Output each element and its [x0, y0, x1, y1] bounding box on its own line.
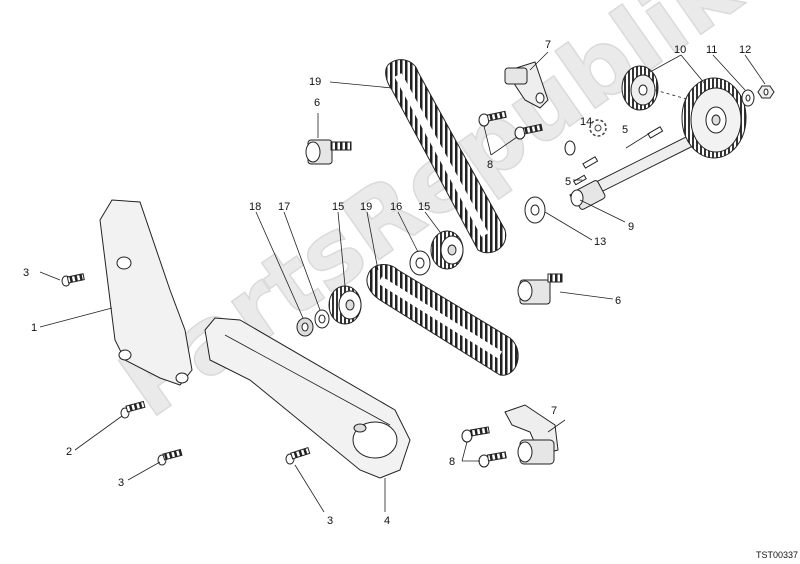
callout-15a: 15	[332, 201, 344, 213]
callout-5a: 5	[622, 124, 628, 136]
callout-7a: 7	[545, 39, 551, 51]
callout-1: 1	[31, 322, 37, 334]
idler-pulley-15-right	[430, 230, 464, 270]
callout-13: 13	[594, 236, 606, 248]
callout-19a: 19	[309, 76, 321, 88]
screw-8-upper-b	[514, 123, 543, 140]
leader-lines	[39, 51, 766, 513]
callout-19b: 19	[360, 201, 372, 213]
timing-belt-upper	[385, 59, 507, 254]
screw-3-cover	[285, 447, 311, 465]
idler-pulley-15-left	[328, 285, 362, 325]
callout-2: 2	[66, 446, 72, 458]
callout-8b: 8	[449, 456, 455, 468]
small-gear-10	[621, 65, 659, 111]
lower-belt-cover	[204, 317, 411, 479]
screw-8-lower-b	[478, 451, 507, 468]
callout-3b: 3	[118, 477, 124, 489]
callout-10: 10	[674, 44, 686, 56]
callout-5b: 5	[565, 176, 571, 188]
callout-3a: 3	[23, 267, 29, 279]
callout-14: 14	[580, 116, 592, 128]
callout-15b: 15	[418, 201, 430, 213]
upper-belt-cover	[99, 199, 193, 386]
callout-6b: 6	[615, 295, 621, 307]
callout-18: 18	[249, 201, 261, 213]
washer-13	[524, 196, 546, 224]
callout-17: 17	[278, 201, 290, 213]
screw-2	[120, 400, 146, 419]
callout-9: 9	[628, 221, 634, 233]
nut-12	[757, 85, 775, 99]
screw-3-left	[61, 273, 85, 287]
callout-11: 11	[706, 44, 717, 56]
screw-3-lower	[157, 448, 183, 466]
key-5a	[582, 156, 599, 169]
large-gear-10	[681, 77, 747, 159]
roller-18	[296, 317, 314, 337]
tensioner-bracket-7-lower	[504, 404, 559, 465]
screw-8-lower-a	[461, 426, 490, 443]
callout-7b: 7	[551, 405, 557, 417]
washer-11	[741, 89, 755, 107]
drawing-code: TST00337	[756, 550, 798, 560]
circlip-14	[564, 140, 576, 156]
timing-belt-lower	[366, 264, 519, 376]
key-5b	[647, 126, 664, 139]
washer-16	[409, 250, 431, 276]
callout-6a: 6	[314, 97, 320, 109]
spacer-6-upper	[305, 139, 352, 165]
camshaft-9	[569, 134, 696, 210]
callout-3c: 3	[327, 515, 333, 527]
callout-16: 16	[390, 201, 402, 213]
callout-4: 4	[384, 515, 390, 527]
gear-icon	[589, 119, 607, 137]
callout-8a: 8	[487, 159, 493, 171]
washer-17	[314, 309, 330, 329]
tensioner-bracket-7-upper	[504, 61, 549, 109]
callout-12: 12	[739, 44, 751, 56]
screw-8-upper-a	[478, 110, 507, 127]
spacer-6-lower	[517, 273, 563, 305]
